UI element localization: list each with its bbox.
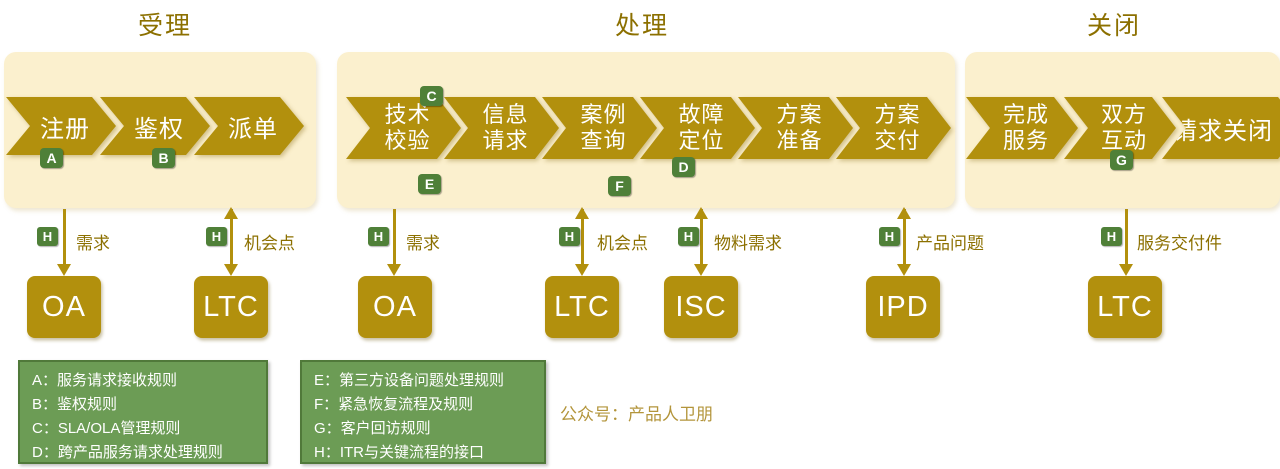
connector-label: 机会点 (244, 234, 295, 253)
legend-item: F：紧急恢复流程及规则 (314, 396, 474, 413)
system-box-isc: ISC (664, 276, 738, 338)
rule-badge-a: A (40, 148, 63, 168)
step-label: 鉴权 (134, 115, 184, 143)
wechat-account-note: 公众号：产品人卫朋 (560, 405, 713, 424)
step-label: 方案 (776, 102, 823, 127)
step-label: 查询 (580, 128, 627, 153)
up-arrow-icon (694, 207, 708, 219)
rule-badge-d: D (672, 157, 695, 177)
step-register: 注册 (6, 97, 116, 155)
arrow-line (1125, 209, 1128, 265)
step-solution-deliver: 方案交付 (836, 97, 951, 159)
legend-item: H：ITR与关键流程的接口 (314, 444, 484, 461)
step-label: 技术 (384, 102, 431, 127)
connector-label: 物料需求 (714, 234, 782, 253)
up-arrow-icon (224, 207, 238, 219)
phase-title-acceptance: 受理 (137, 12, 192, 40)
rule-badge-g: G (1110, 150, 1133, 170)
step-authenticate: 鉴权 (100, 97, 210, 155)
phase-title-processing: 处理 (614, 12, 669, 40)
system-box-oa-1: OA (27, 276, 101, 338)
connector-label: 产品问题 (916, 234, 984, 253)
step-label: 方案 (874, 102, 921, 127)
up-arrow-icon (575, 207, 589, 219)
legend-item: G：客户回访规则 (314, 420, 431, 437)
connector-label: 机会点 (597, 234, 648, 253)
connector-label: 需求 (76, 234, 110, 253)
connector-label: 需求 (406, 234, 440, 253)
step-info-request: 信息请求 (444, 97, 559, 159)
system-box-ltc-1: LTC (194, 276, 268, 338)
step-label: 互动 (1100, 128, 1147, 153)
interface-badge-h: H (879, 227, 900, 246)
legend-item: B：鉴权规则 (32, 396, 118, 413)
arrow-line (230, 209, 233, 265)
step-label: 案例 (580, 102, 627, 127)
step-label: 准备 (776, 128, 823, 153)
legend-item: A：服务请求接收规则 (32, 372, 178, 389)
interface-badge-h: H (206, 227, 227, 246)
step-label: 请求关闭 (1173, 117, 1273, 145)
down-arrow-icon (224, 264, 238, 276)
step-mutual-interaction: 双方互动 (1064, 97, 1176, 159)
rule-badge-c: C (420, 86, 443, 106)
legend-box-efgh: E：第三方设备问题处理规则 F：紧急恢复流程及规则 G：客户回访规则 H：ITR… (300, 360, 546, 464)
step-case-query: 案例查询 (542, 97, 657, 159)
rule-badge-f: F (608, 176, 631, 196)
down-arrow-icon (897, 264, 911, 276)
arrow-line (393, 209, 396, 265)
step-label: 故障 (678, 102, 725, 127)
step-complete-service: 完成服务 (966, 97, 1078, 159)
up-arrow-icon (897, 207, 911, 219)
down-arrow-icon (387, 264, 401, 276)
interface-badge-h: H (368, 227, 389, 246)
arrow-line (581, 209, 584, 265)
step-label: 注册 (40, 115, 90, 143)
step-tech-verify: 技术校验 (346, 97, 461, 159)
legend-box-abcd: A：服务请求接收规则 B：鉴权规则 C：SLA/OLA管理规则 D：跨产品服务请… (18, 360, 268, 464)
step-label: 定位 (678, 128, 725, 153)
system-box-ltc-3: LTC (1088, 276, 1162, 338)
step-label: 派单 (228, 115, 278, 143)
system-box-ltc-2: LTC (545, 276, 619, 338)
step-dispatch: 派单 (194, 97, 304, 155)
step-label: 信息 (482, 102, 529, 127)
step-solution-prepare: 方案准备 (738, 97, 853, 159)
step-label: 交付 (874, 128, 921, 153)
rule-badge-b: B (152, 148, 175, 168)
legend-item: D：跨产品服务请求处理规则 (32, 444, 223, 461)
arrow-line (903, 209, 906, 265)
interface-badge-h: H (559, 227, 580, 246)
step-request-close: 请求关闭 (1162, 97, 1280, 159)
arrow-line (63, 209, 66, 265)
arrow-line (700, 209, 703, 265)
system-box-oa-2: OA (358, 276, 432, 338)
interface-badge-h: H (1101, 227, 1122, 246)
step-fault-locate: 故障定位 (640, 97, 755, 159)
rule-badge-e: E (418, 174, 441, 194)
step-label: 完成 (1002, 102, 1049, 127)
down-arrow-icon (57, 264, 71, 276)
step-label: 服务 (1002, 128, 1049, 153)
legend-item: E：第三方设备问题处理规则 (314, 372, 505, 389)
system-box-ipd: IPD (866, 276, 940, 338)
down-arrow-icon (1119, 264, 1133, 276)
down-arrow-icon (575, 264, 589, 276)
interface-badge-h: H (37, 227, 58, 246)
step-label: 双方 (1100, 102, 1147, 127)
legend-item: C：SLA/OLA管理规则 (32, 420, 181, 437)
phase-title-closing: 关闭 (1086, 12, 1141, 40)
connector-label: 服务交付件 (1137, 234, 1222, 253)
interface-badge-h: H (678, 227, 699, 246)
step-label: 请求 (482, 128, 529, 153)
step-label: 校验 (384, 128, 431, 153)
down-arrow-icon (694, 264, 708, 276)
